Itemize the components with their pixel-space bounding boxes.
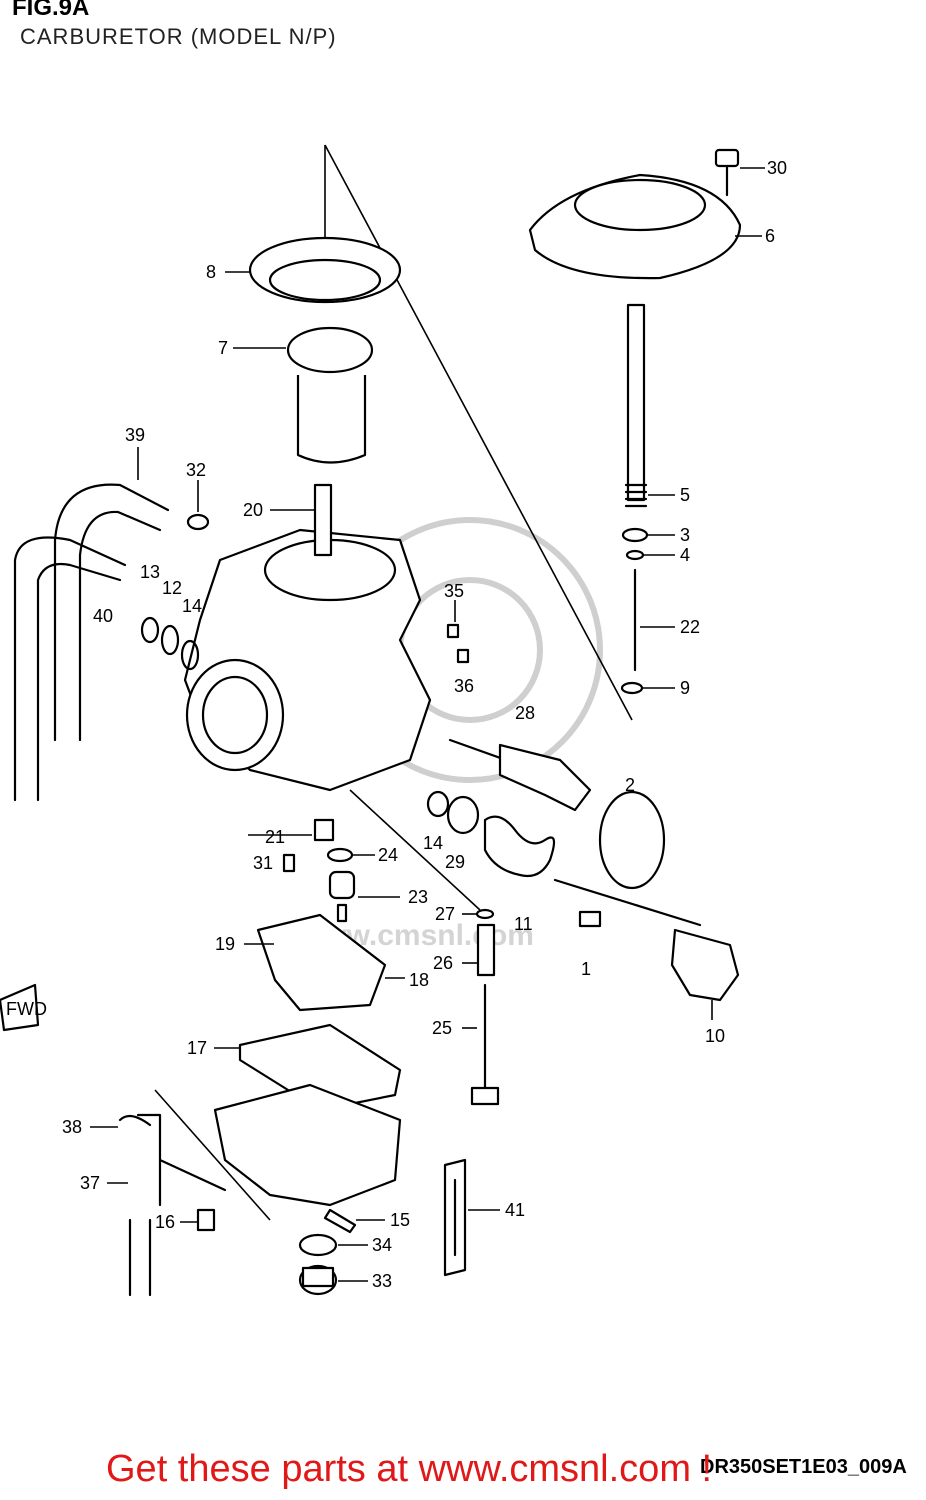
float-bowl	[213, 1083, 402, 1207]
callout-14: 14	[182, 596, 202, 616]
callout-7: 7	[218, 338, 228, 358]
part-7-piston	[286, 326, 374, 464]
callout-27: 27	[435, 904, 455, 924]
callout-35: 35	[444, 581, 464, 601]
part-18-float	[256, 913, 387, 1012]
part-37-drain-hose	[128, 1113, 227, 1297]
callout-numbers: 30 6 8 7 5 3 4 22 9 39 32 20 35 36 13 12…	[62, 158, 787, 1291]
part-25-screw	[470, 983, 500, 1106]
callout-3: 3	[680, 525, 690, 545]
callout-8: 8	[206, 262, 216, 282]
callout-28: 28	[515, 703, 535, 723]
callout-14b: 14	[423, 833, 443, 853]
part-40-hose	[13, 536, 127, 802]
drawing-id: DR350SET1E03_009A	[700, 1456, 907, 1478]
part-24-o-ring	[326, 847, 354, 863]
part-29-collar	[446, 795, 480, 835]
part-13-clip	[140, 616, 160, 644]
part-3-washer	[621, 527, 649, 543]
callout-1: 1	[581, 959, 591, 979]
callout-36: 36	[454, 676, 474, 696]
part-31-pilot-jet	[282, 853, 296, 873]
part-12-washer	[160, 624, 180, 656]
part-1-screw	[578, 910, 602, 928]
part-27-washer	[475, 908, 495, 920]
callout-10: 10	[705, 1026, 725, 1046]
callout-38: 38	[62, 1117, 82, 1137]
callout-24: 24	[378, 845, 398, 865]
part-33-drain-plug	[298, 1264, 338, 1296]
callout-11: 11	[514, 914, 533, 934]
part-5-spring	[624, 303, 648, 508]
callout-22: 22	[680, 617, 700, 637]
figure-title: FIG.9A	[12, 0, 90, 21]
leader-lines	[154, 144, 633, 1221]
part-30-screw	[714, 148, 740, 197]
callout-29: 29	[445, 852, 465, 872]
callout-19: 19	[215, 934, 235, 954]
part-32-clamp	[186, 513, 210, 531]
callout-16: 16	[155, 1212, 175, 1232]
part-11-spring	[483, 815, 556, 878]
callout-21: 21	[265, 827, 285, 847]
callout-26: 26	[433, 953, 453, 973]
callout-30: 30	[767, 158, 787, 178]
callout-37: 37	[80, 1173, 100, 1193]
part-14-o-ring	[426, 790, 450, 818]
figure-subtitle: CARBURETOR (MODEL N/P)	[20, 24, 337, 49]
callout-33: 33	[372, 1271, 392, 1291]
part-8-diaphragm	[248, 236, 402, 304]
callout-18: 18	[409, 970, 429, 990]
callout-34: 34	[372, 1235, 392, 1255]
fwd-label: FWD	[6, 999, 47, 1019]
callout-23: 23	[408, 887, 428, 907]
callout-25: 25	[432, 1018, 452, 1038]
part-26-spring	[476, 923, 496, 977]
callout-12: 12	[162, 578, 182, 598]
carburetor-body	[183, 483, 432, 792]
part-39-hose	[53, 483, 170, 742]
callout-17: 17	[187, 1038, 207, 1058]
part-36-jet	[456, 648, 470, 664]
part-9-washer	[620, 681, 644, 695]
callout-32: 32	[186, 460, 206, 480]
callout-15: 15	[390, 1210, 410, 1230]
callout-40: 40	[93, 606, 113, 626]
part-35-jet	[446, 623, 460, 639]
fwd-arrow: FWD	[0, 983, 47, 1032]
part-21-jet	[313, 818, 335, 842]
part-4-clip	[625, 549, 645, 561]
part-38-hose-clip	[118, 1114, 152, 1127]
callout-leaders	[90, 167, 765, 1282]
part-17-gasket	[238, 1023, 402, 1112]
part-16-screw	[196, 1208, 216, 1232]
promo-link-text[interactable]: Get these parts at www.cmsnl.com !	[106, 1448, 713, 1490]
callout-9: 9	[680, 678, 690, 698]
part-6-top-cap	[528, 173, 742, 280]
callout-20: 20	[243, 500, 263, 520]
callout-6: 6	[765, 226, 775, 246]
callout-13: 13	[140, 562, 160, 582]
part-15-screw	[323, 1208, 357, 1234]
callout-4: 4	[680, 545, 690, 565]
callout-5: 5	[680, 485, 690, 505]
part-14-o-ring-small	[180, 639, 200, 671]
part-23-needle-valve	[328, 870, 356, 923]
callout-2: 2	[625, 775, 635, 795]
part-34-o-ring	[298, 1233, 338, 1257]
part-28-throttle-stop-screw	[448, 738, 592, 812]
part-10-throttle-lever	[553, 878, 740, 1002]
part-41-bracket	[443, 1158, 467, 1277]
part-2-cover	[598, 790, 666, 890]
callout-31: 31	[253, 853, 273, 873]
callout-41: 41	[505, 1200, 525, 1220]
callout-39: 39	[125, 425, 145, 445]
